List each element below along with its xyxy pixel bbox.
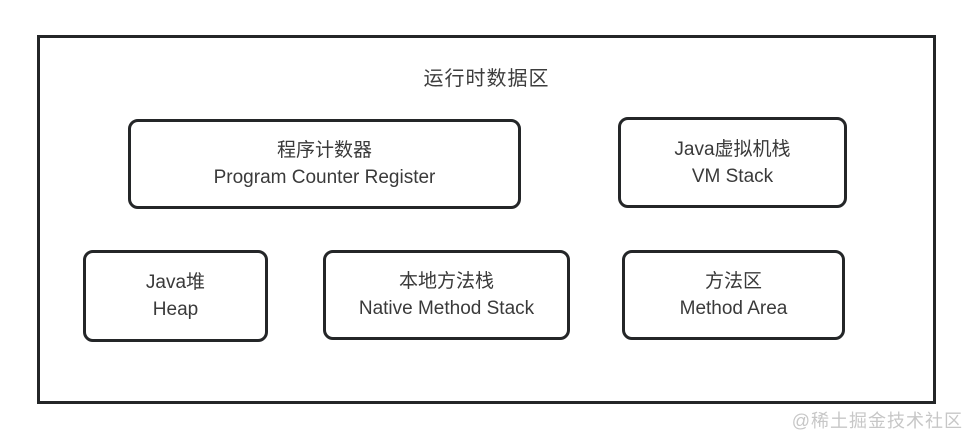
node-label-zh: 程序计数器 — [276, 140, 372, 161]
node-vm-stack: Java虚拟机栈 VM Stack — [618, 117, 847, 208]
diagram-title: 运行时数据区 — [423, 68, 550, 90]
node-label-zh: Java堆 — [145, 272, 206, 293]
node-program-counter-register: 程序计数器 Program Counter Register — [128, 119, 521, 209]
node-heap: Java堆 Heap — [83, 250, 268, 342]
node-label-en: Program Counter Register — [213, 167, 436, 188]
node-method-area: 方法区 Method Area — [622, 250, 845, 340]
node-native-method-stack: 本地方法栈 Native Method Stack — [323, 250, 570, 340]
node-label-en: Native Method Stack — [358, 298, 535, 319]
runtime-data-area-container — [37, 35, 936, 404]
node-label-zh: Java虚拟机栈 — [674, 138, 791, 160]
node-label-zh: 方法区 — [704, 271, 762, 292]
node-label-en: Method Area — [679, 298, 788, 319]
watermark-text: @稀土掘金技术社区 — [791, 411, 963, 431]
node-label-zh: 本地方法栈 — [398, 271, 494, 292]
node-label-en: VM Stack — [691, 165, 774, 187]
node-label-en: Heap — [152, 299, 199, 320]
